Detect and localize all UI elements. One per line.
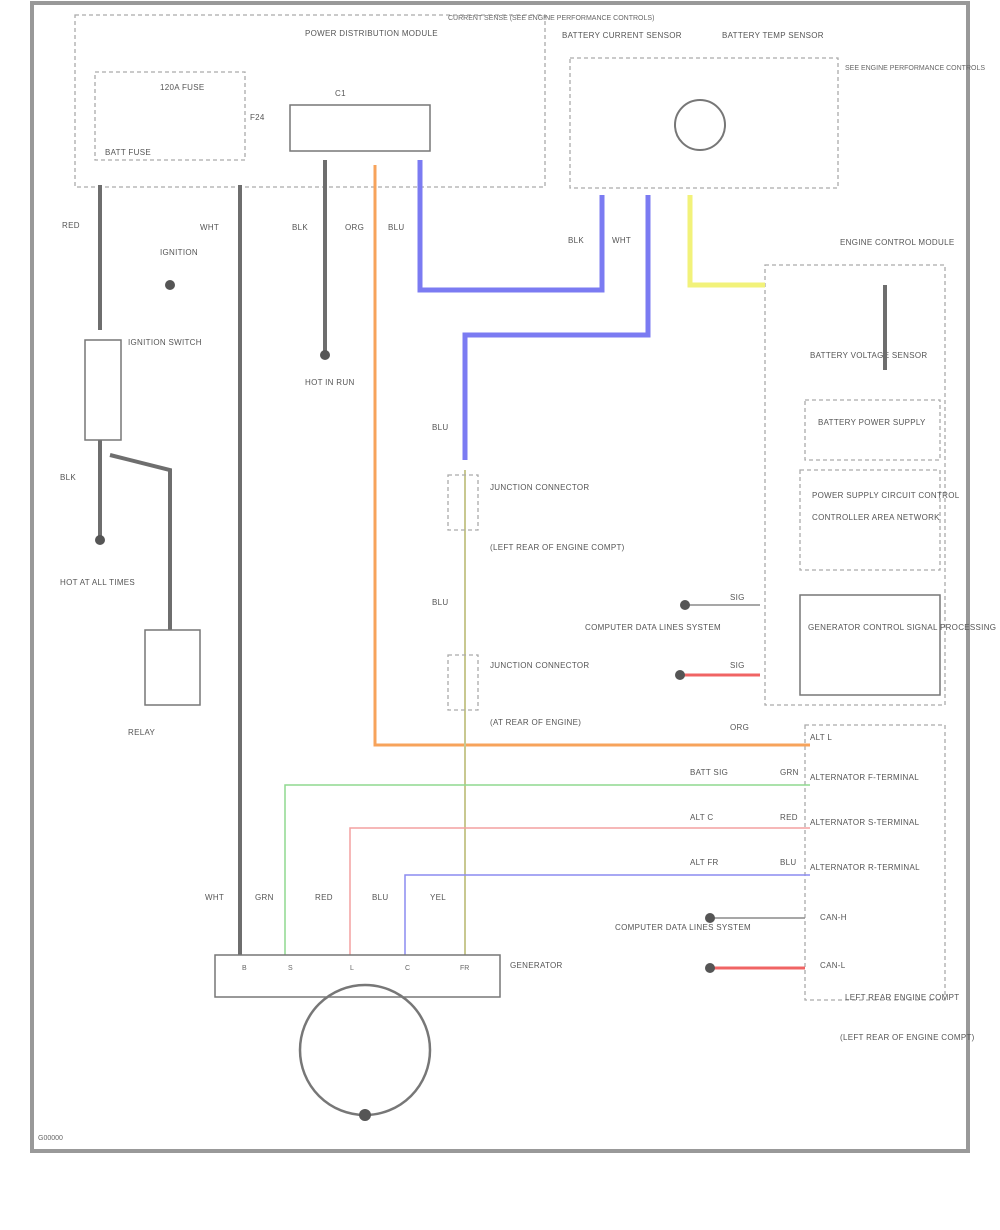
bottom-grn-label: GRN [255,893,274,902]
pin-fr: FR [460,965,469,972]
pin-s: S [288,965,293,972]
alt-c-label: ALT C [690,813,713,822]
ecm-box1-label: BATTERY POWER SUPPLY [818,418,926,427]
w-grn-label: GRN [780,768,799,777]
pin-l: L [350,965,354,972]
wire-blu-top-label: BLU [432,423,448,432]
bat-temp-label: BATTERY TEMP SENSOR [722,31,824,40]
junction-2-loc: (AT REAR OF ENGINE) [490,718,581,727]
bat-sensor-label: BATTERY CURRENT SENSOR [562,31,682,40]
w-blu-label: BLU [780,858,796,867]
generator-body [298,983,432,1117]
wire-wht-label: WHT [200,223,219,232]
bat-voltage-label: BATTERY VOLTAGE SENSOR [810,351,927,360]
wire-yellow [687,195,765,288]
wire-green [284,784,810,955]
hot-at-run-label: HOT IN RUN [305,378,355,387]
relay-label: RELAY [128,728,156,737]
alt-fr-label: ALT FR [690,858,719,867]
alt-sense-label: ALTERNATOR F-TERMINAL [810,773,919,782]
ecm-box4-label: GENERATOR CONTROL SIGNAL PROCESSING [808,623,996,632]
ign-node [165,280,175,290]
junction-1-loc: (LEFT REAR OF ENGINE COMPT) [490,543,625,552]
wire-ign-relay [109,453,172,630]
wire-org-label: ORG [345,223,364,232]
can-node-1 [680,600,690,610]
ecm-subbox-2 [799,469,941,571]
fuse-120a-label: 120A FUSE [160,83,205,92]
bottom-yel-label: YEL [430,893,446,902]
junction-2-label: JUNCTION CONNECTOR [490,661,589,670]
alt-l-label: ALT L [810,733,832,742]
pin-b: B [242,965,247,972]
temp-sensor-symbol [674,99,726,151]
wire-blu-mid-label: BLU [432,598,448,607]
can-l-label: CAN-L [820,961,846,970]
outer-frame [30,1,970,1153]
ecm-box3-label: CONTROLLER AREA NETWORK [812,513,940,522]
alt-r-label: ALTERNATOR R-TERMINAL [810,863,920,872]
pin-c: C [405,965,410,972]
power-distribution-box [74,14,546,188]
conn-c1-label: C1 [335,89,346,98]
sig-l-label: SIG [730,593,745,602]
wire-blk2-label: BLK [568,236,584,245]
hot-run-label: HOT AT ALL TIMES [60,578,135,587]
can-node-3 [705,913,715,923]
ecm-subbox-1 [804,399,941,461]
ecm-bat-note: SEE ENGINE PERFORMANCE CONTROLS [845,65,985,72]
relay-box [144,629,201,706]
bottom-blu-label: BLU [372,893,388,902]
ecm-loc-label: (LEFT REAR OF ENGINE COMPT) [840,1033,975,1042]
ig-sw-label: IGNITION SWITCH [128,338,202,347]
batt-sig-label: BATT SIG [690,768,728,777]
generator-connector [214,954,501,998]
node-ign [95,535,105,545]
comp-data-label-1: COMPUTER DATA LINES SYSTEM [585,623,721,632]
w-org-label: ORG [730,723,749,732]
wire-ign1-label: RED [62,221,80,230]
wire-orange [373,165,810,747]
ecm-lower-box [804,724,946,1001]
can-node-2 [675,670,685,680]
engine-control-label: ENGINE CONTROL MODULE [840,238,954,247]
wire-ign2-label: BLK [60,473,76,482]
generator-label: GENERATOR [510,961,563,970]
wire-blue-mid [462,195,651,460]
bottom-wht-label: WHT [205,893,224,902]
ground-note: LEFT REAR ENGINE COMPT [845,993,959,1002]
generator-ground-node [359,1109,371,1121]
bottom-red-label: RED [315,893,333,902]
junction-1-label: JUNCTION CONNECTOR [490,483,589,492]
junction-1-box [447,474,479,531]
sensor-box [569,57,839,189]
can-h-label: CAN-H [820,913,847,922]
current-note: CURRENT SENSE (SEE ENGINE PERFORMANCE CO… [448,15,654,22]
wire-pink [349,827,810,955]
fuse-b-label: F24 [250,113,265,122]
ipdm-label: POWER DISTRIBUTION MODULE [305,29,438,38]
diagram-id: G00000 [38,1135,63,1142]
junction-2-box [447,654,479,711]
ecm-box2-label: POWER SUPPLY CIRCUIT CONTROL [812,491,960,500]
comp-data-label-2: COMPUTER DATA LINES SYSTEM [615,923,751,932]
wire-wht2-label: WHT [612,236,631,245]
sig-r-label: SIG [730,661,745,670]
can-node-4 [705,963,715,973]
batt-fuse-label: BATT FUSE [105,148,151,157]
ignition-label: IGNITION [160,248,198,257]
engine-control-module [764,264,946,706]
wire-blu-label: BLU [388,223,404,232]
w-red-label: RED [780,813,798,822]
wire-blue-top [417,160,605,293]
ignition-switch-body [84,339,122,441]
wire-blk-label: BLK [292,223,308,232]
alt-s-label: ALTERNATOR S-TERMINAL [810,818,920,827]
node-ipdm [320,350,330,360]
ipdm-module [289,104,431,152]
ecm-subbox-3 [799,594,941,696]
wire-light-blue [404,874,810,955]
